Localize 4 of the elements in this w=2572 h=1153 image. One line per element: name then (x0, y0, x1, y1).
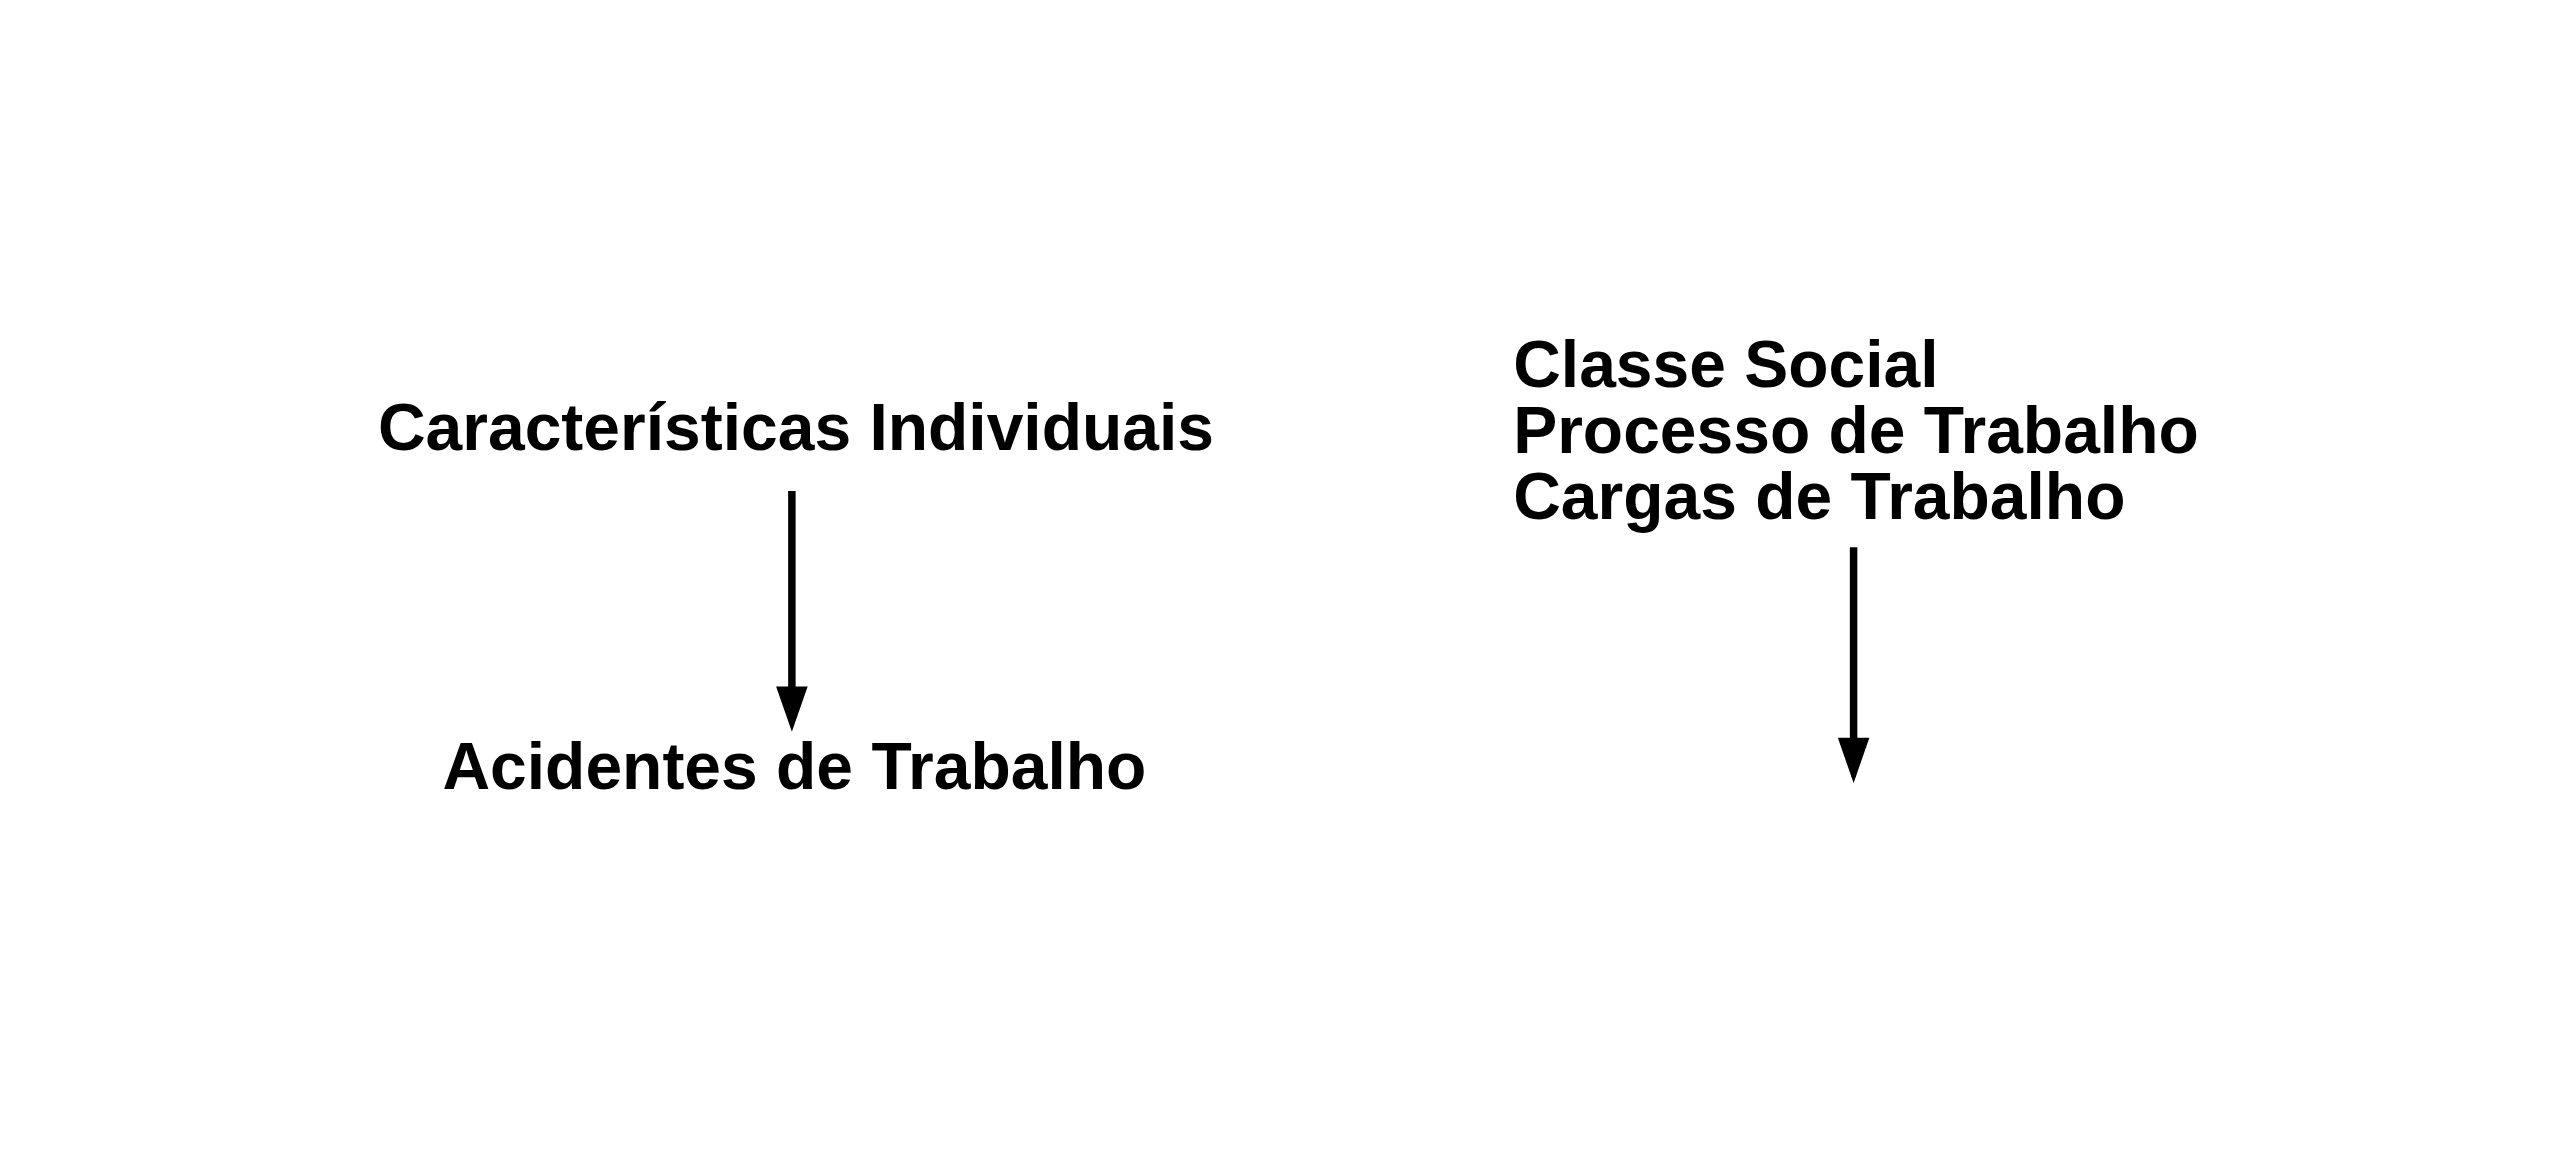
node-text: Acidentes de Trabalho (442, 728, 1147, 803)
node-text: Características Individuais (377, 389, 1214, 464)
node-text: Classe Social Processo de Trabalho Cargas de Trabalho (1513, 326, 2199, 533)
arrow (1837, 546, 1870, 783)
